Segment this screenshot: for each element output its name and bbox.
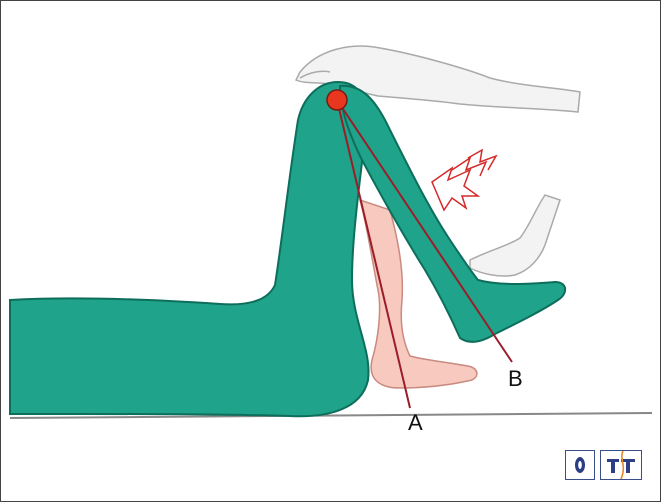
label-a: A xyxy=(408,410,423,436)
logo-mark-icon xyxy=(565,450,595,480)
knee-joint-dot xyxy=(327,90,347,110)
flexed-leg-thigh xyxy=(10,82,369,416)
line-b xyxy=(337,100,512,362)
motion-arrows-icon xyxy=(432,150,496,210)
examiner-foot-hand xyxy=(470,195,560,276)
label-b: B xyxy=(508,366,523,392)
logo-text-icon xyxy=(600,450,642,480)
